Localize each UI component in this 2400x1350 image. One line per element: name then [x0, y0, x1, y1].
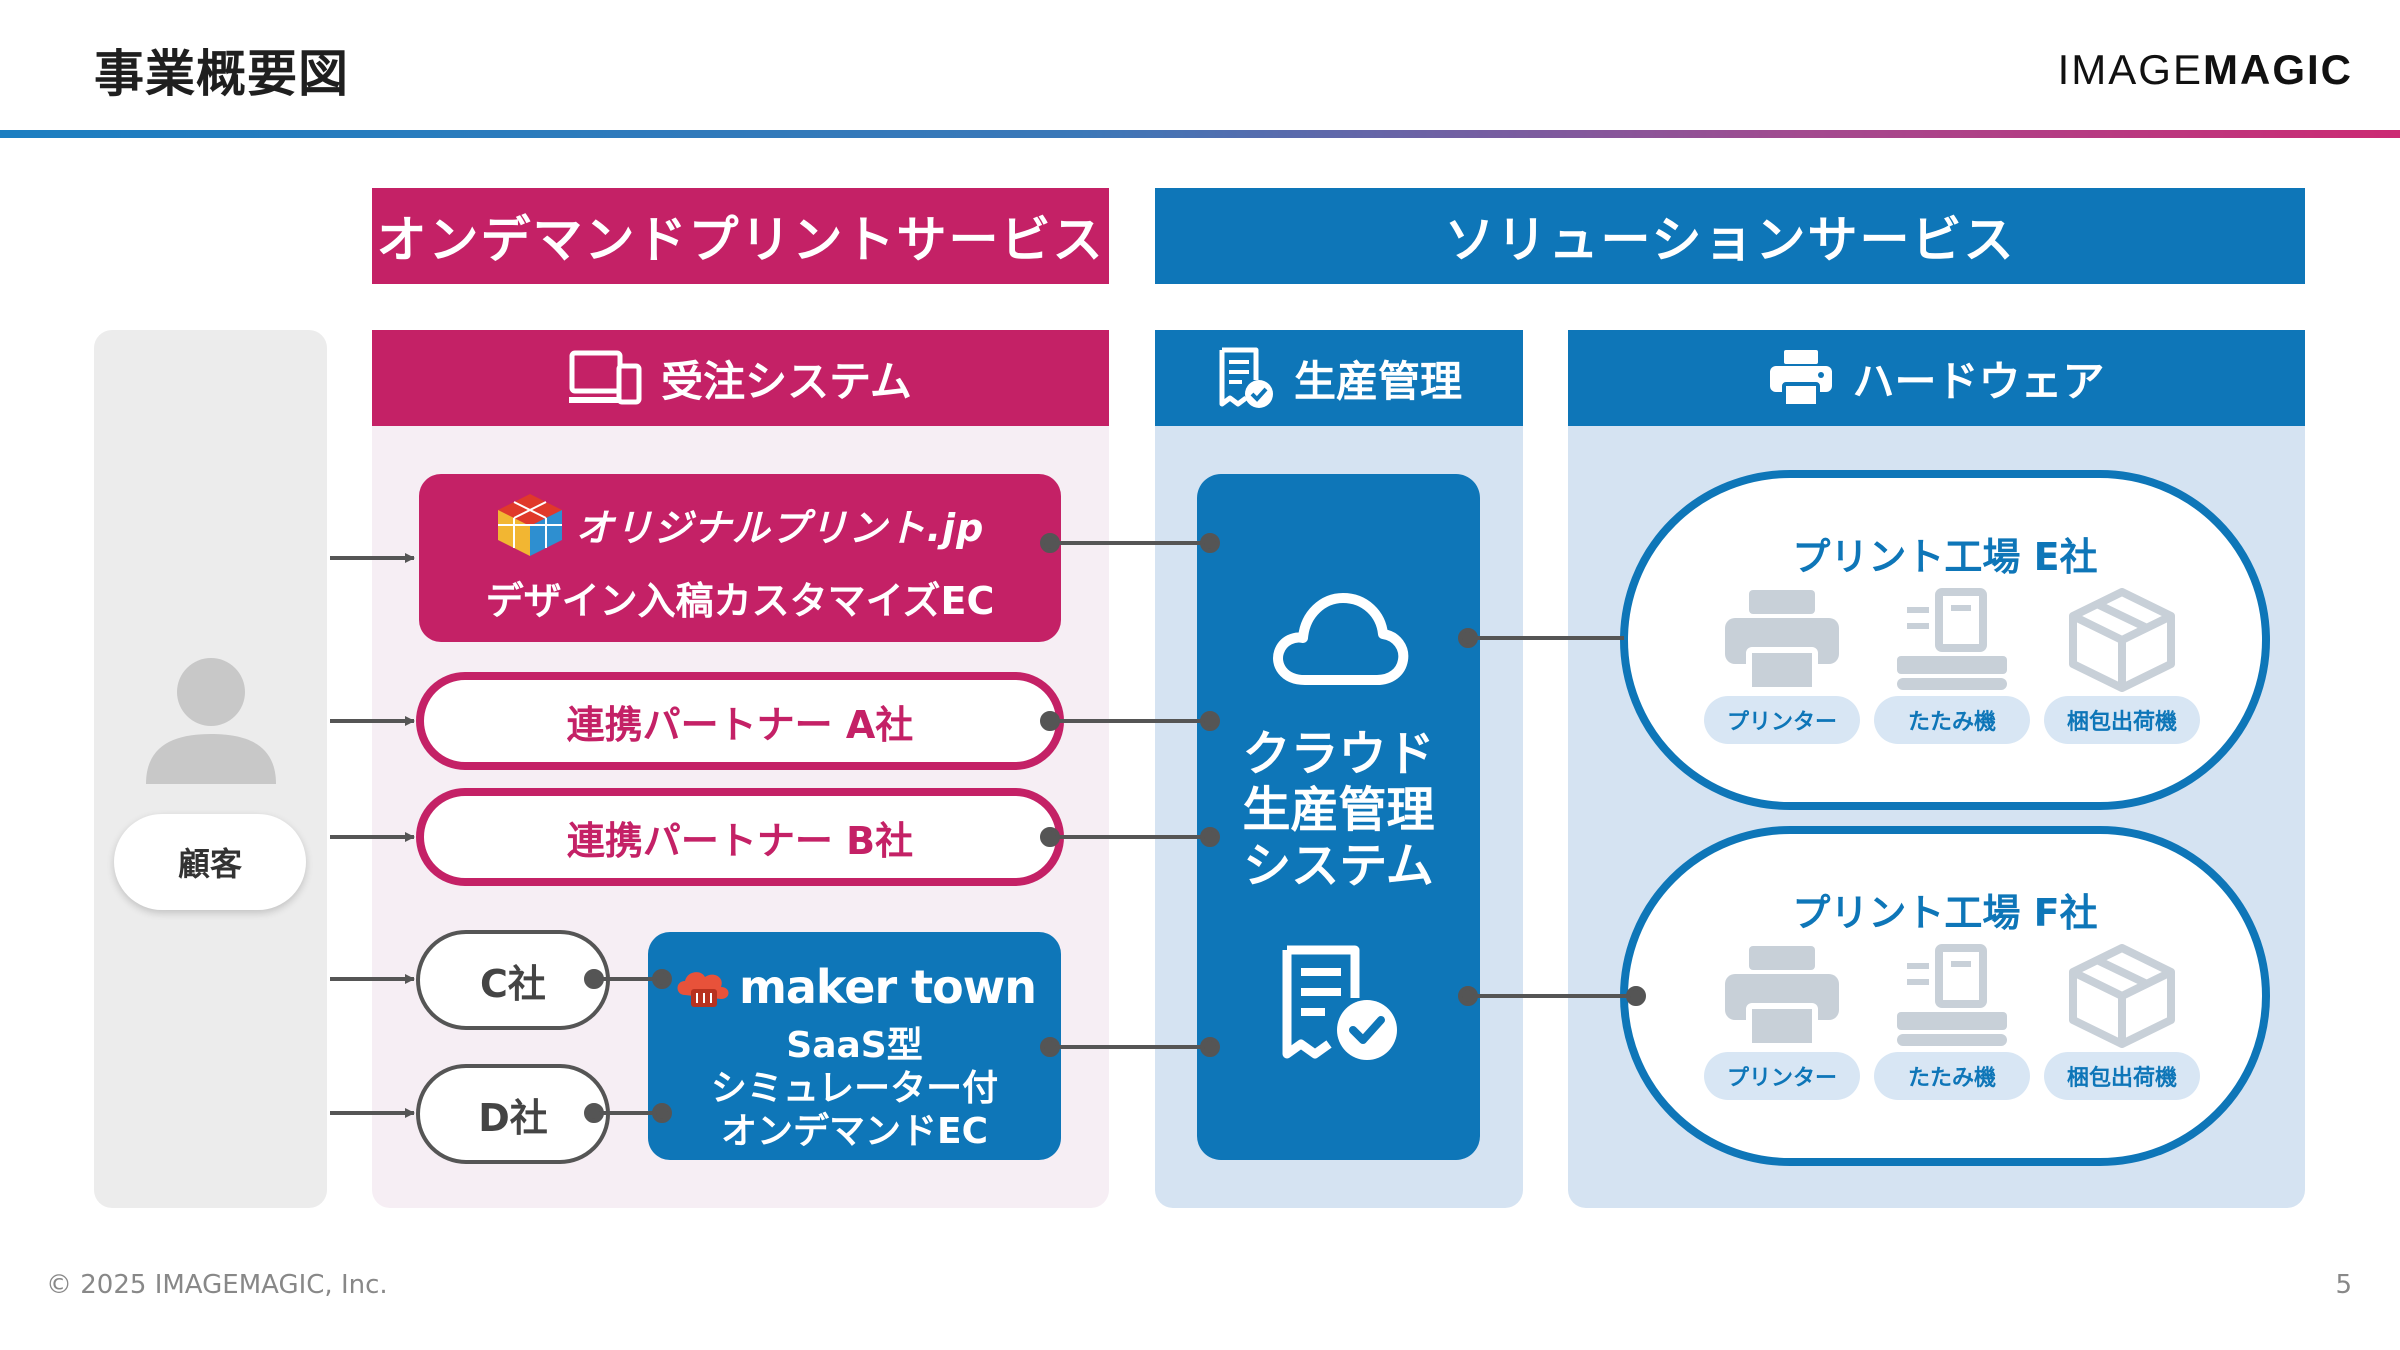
printer-label: プリンター [1704, 1052, 1860, 1100]
production-line-3: システム [1243, 838, 1434, 894]
makertown-line-2: シミュレーター付 [710, 1068, 999, 1109]
company-d-box: D社 [416, 1064, 610, 1164]
partner-a-box: 連携パートナー A社 [416, 672, 1064, 770]
printer-icon [1770, 350, 1833, 408]
page-number: 5 [2335, 1270, 2352, 1300]
cloud-icon [1273, 593, 1409, 685]
order-system-header-label: 受注システム [661, 356, 912, 406]
makertown-logo-text: maker town [738, 960, 1037, 1014]
factory-f-printer: プリンター [1704, 944, 1860, 1100]
makertown-logo: maker town [673, 960, 1037, 1014]
factory-f-folding-machine: たたみ機 [1874, 944, 2030, 1100]
original-print-logo-text: オリジナルプリント.jp [575, 506, 985, 550]
factory-e-printer: プリンター [1704, 588, 1860, 744]
cube-logo-icon [497, 493, 562, 556]
production-line-2: 生産管理 [1242, 782, 1435, 838]
cloud-basket-icon [677, 972, 729, 1007]
factory-f-oval: プリント工場 F社 プリンター たたみ機 梱包出荷機 [1620, 826, 2270, 1166]
factory-f-title: プリント工場 F社 [1792, 891, 2098, 935]
package-box-icon [2069, 588, 2175, 692]
factory-f-packing-machine: 梱包出荷機 [2044, 944, 2200, 1100]
on-demand-print-service-banner: オンデマンドプリントサービス [372, 188, 1109, 284]
hardware-header-label: ハードウェア [1852, 356, 2105, 406]
receipt-check-icon [1282, 945, 1397, 1060]
header-gradient-rule [0, 130, 2400, 138]
makertown-line-1: SaaS型 [786, 1025, 923, 1066]
person-icon [146, 658, 276, 784]
folding-machine-label: たたみ機 [1874, 1052, 2030, 1100]
logo-bold-text: MAGIC [2203, 46, 2353, 93]
factory-e-folding-machine: たたみ機 [1874, 588, 2030, 744]
customer-label: 顧客 [114, 814, 306, 910]
folding-machine-icon [1897, 588, 2007, 690]
original-print-subtitle: デザイン入稿カスタマイズEC [485, 578, 995, 623]
solution-service-banner: ソリューションサービス [1155, 188, 2305, 284]
production-header-label: 生産管理 [1293, 356, 1462, 406]
printer-label: プリンター [1704, 696, 1860, 744]
imagemagic-logo: IMAGEMAGIC [2058, 46, 2353, 94]
devices-icon [569, 350, 642, 405]
packing-machine-label: 梱包出荷機 [2044, 696, 2200, 744]
cloud-production-system-box: クラウド 生産管理 システム [1197, 474, 1480, 1160]
production-line-1: クラウド [1242, 726, 1435, 782]
order-system-header: 受注システム [372, 330, 1109, 426]
original-print-ec-box: オリジナルプリント.jp デザイン入稿カスタマイズEC [419, 474, 1061, 642]
packing-machine-label: 梱包出荷機 [2044, 1052, 2200, 1100]
factory-e-packing-machine: 梱包出荷機 [2044, 588, 2200, 744]
hardware-header: ハードウェア [1568, 330, 2305, 426]
folding-machine-label: たたみ機 [1874, 696, 2030, 744]
makertown-line-3: オンデマンドEC [720, 1111, 988, 1152]
production-header: 生産管理 [1155, 330, 1523, 426]
document-check-icon [1219, 347, 1273, 408]
printer-icon [1725, 590, 1839, 692]
original-print-logo: オリジナルプリント.jp [496, 492, 985, 558]
production-system-label: クラウド 生産管理 システム [1197, 726, 1480, 894]
factory-e-oval: プリント工場 E社 プリンター たたみ機 梱包出荷機 [1620, 470, 2270, 810]
company-c-box: C社 [416, 930, 610, 1030]
partner-b-box: 連携パートナー B社 [416, 788, 1064, 886]
logo-light-text: IMAGE [2057, 46, 2203, 93]
package-box-icon [2069, 944, 2175, 1048]
makertown-box: maker town SaaS型 シミュレーター付 オンデマンドEC [648, 932, 1061, 1160]
printer-icon [1725, 946, 1839, 1048]
factory-e-title: プリント工場 E社 [1792, 535, 2098, 579]
folding-machine-icon [1897, 944, 2007, 1046]
page-title: 事業概要図 [94, 45, 349, 103]
copyright-text: © 2025 IMAGEMAGIC, Inc. [46, 1270, 388, 1300]
